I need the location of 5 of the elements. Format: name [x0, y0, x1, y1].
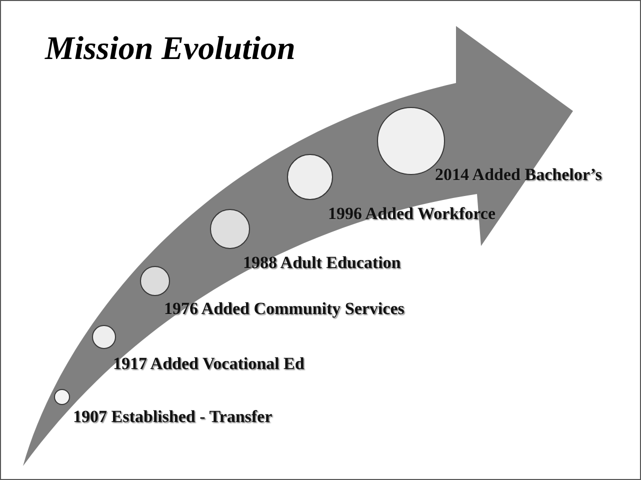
- milestone-label: 1907 Established - Transfer: [73, 407, 272, 427]
- milestone-label: 1917 Added Vocational Ed: [113, 354, 304, 374]
- milestone-label: 2014 Added Bachelor’s: [435, 165, 602, 185]
- title: Mission Evolution: [45, 31, 296, 68]
- milestone-label: 1996 Added Workforce: [328, 204, 496, 224]
